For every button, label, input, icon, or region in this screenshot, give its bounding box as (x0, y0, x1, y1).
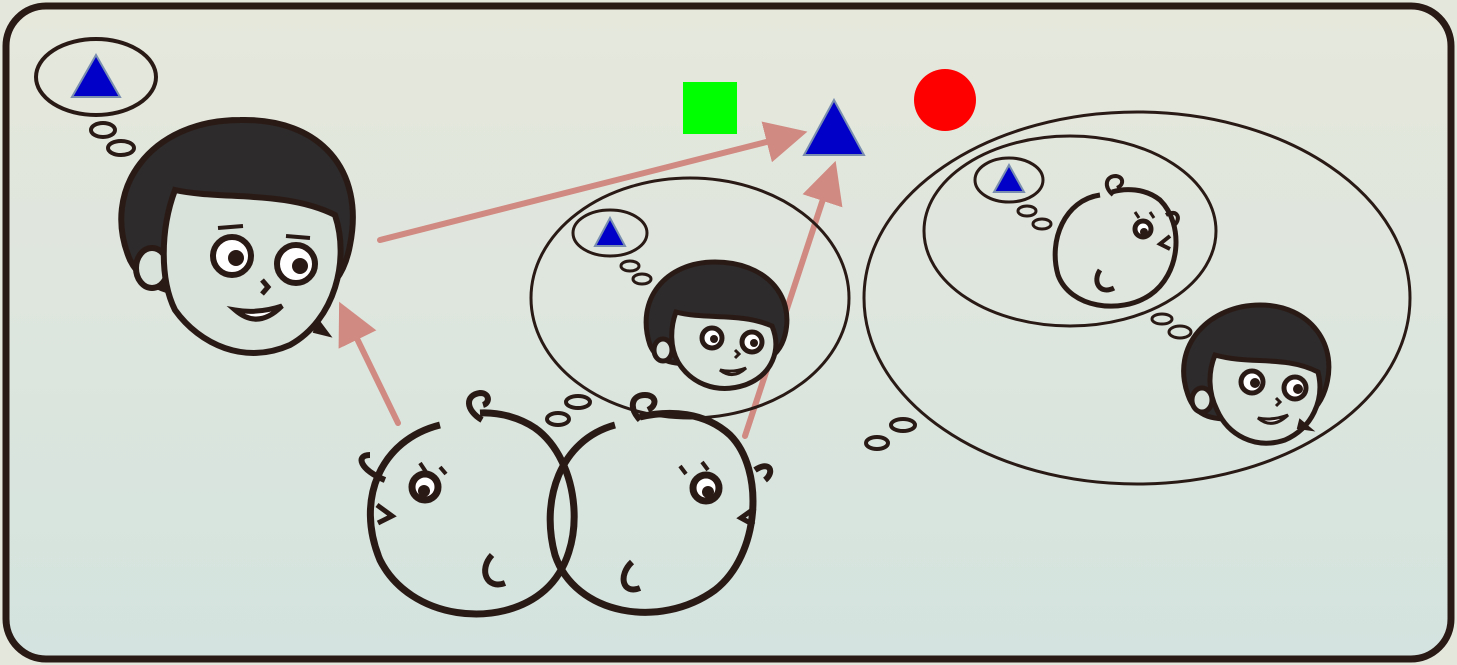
green-square (683, 82, 737, 134)
red-circle (914, 69, 976, 131)
